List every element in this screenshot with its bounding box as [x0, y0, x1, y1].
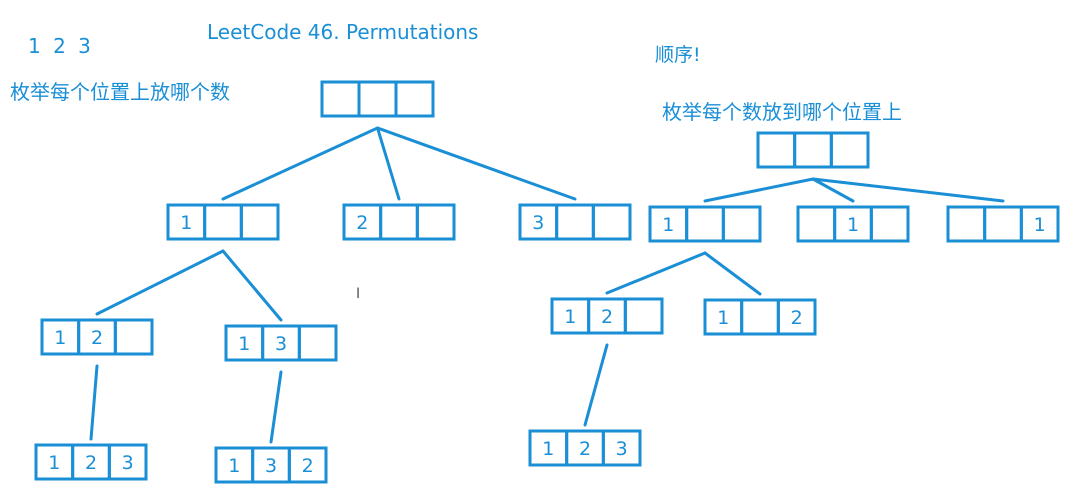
node-cell-digit: 2 [791, 307, 803, 329]
node-cell-box [829, 131, 870, 169]
tree-edge-l-12-to-l-123 [89, 364, 99, 441]
node-cell-box [685, 205, 725, 243]
node-cell-box [623, 297, 664, 335]
tree-node-l-132: 1 3 2 [214, 446, 328, 484]
node-cell-box [113, 318, 154, 356]
tree-node-l-2: 2 [342, 203, 456, 241]
tree-edge-l-root-to-l-2 [376, 126, 401, 201]
node-cell-digit: 3 [122, 452, 134, 474]
tree-node-l-1: 1 [166, 203, 280, 241]
tree-node-r-123: 1 2 3 [528, 429, 642, 467]
node-cell-box [983, 205, 1023, 243]
node-cell-box [796, 205, 837, 243]
node-cell-digit: 1 [542, 438, 554, 460]
tree-edge-r-1a-to-r-12a [605, 251, 707, 295]
tree-node-l-123: 1 2 3 [34, 443, 148, 481]
node-cell-box [591, 203, 632, 241]
node-cell-digit: 2 [91, 327, 103, 349]
tree-edge-r-1a-to-r-12b [703, 251, 762, 296]
node-cell-box [239, 203, 280, 241]
node-cell-digit: 1 [238, 333, 250, 355]
node-cell-box [394, 80, 435, 118]
tree-edge-l-13-to-l-132 [269, 370, 283, 444]
tree-edge-l-root-to-l-3 [376, 126, 577, 201]
node-cell-box [287, 446, 328, 484]
tree-node-r-1b: 1 [796, 205, 910, 243]
node-cell-digit: 1 [228, 455, 240, 477]
left-caption: 枚举每个位置上放哪个数 [10, 80, 230, 104]
node-cell-digit: 2 [356, 212, 368, 234]
node-cell-box [756, 131, 797, 169]
node-cell-box [1019, 205, 1060, 243]
left-input-sequence: 1 2 3 [28, 34, 91, 58]
node-cell-box [297, 324, 338, 362]
node-cell-digit: 1 [847, 214, 859, 236]
tree-node-r-root [756, 131, 870, 169]
node-cell-box [203, 203, 243, 241]
tree-edge-r-12a-to-r-123 [583, 343, 609, 427]
node-cell-box [793, 131, 833, 169]
right-note: 顺序! [655, 44, 701, 66]
node-cell-digit: 1 [564, 306, 576, 328]
node-cell-box [320, 80, 361, 118]
node-cell-box [601, 429, 642, 467]
node-cell-digit: 1 [717, 307, 729, 329]
node-cell-box [415, 203, 456, 241]
node-cell-digit: 2 [85, 452, 97, 474]
tree-node-r-1c: 1 [946, 205, 1060, 243]
node-cell-digit: 1 [180, 212, 192, 234]
node-cell-digit: 2 [579, 438, 591, 460]
node-cell-box [740, 298, 780, 336]
tree-node-l-root [320, 80, 435, 118]
node-cell-digit: 3 [275, 333, 287, 355]
node-cell-digit: 3 [532, 212, 544, 234]
node-cell-digit: 3 [616, 438, 628, 460]
tree-node-l-3: 3 [518, 203, 632, 241]
node-cell-box [721, 205, 762, 243]
node-cell-digit: 3 [265, 455, 277, 477]
node-cell-box [357, 80, 398, 118]
tree-edge-r-root-to-r-1b [811, 177, 855, 203]
tree-node-r-1a: 1 [648, 205, 762, 243]
tree-edge-l-root-to-l-1 [221, 126, 379, 201]
node-cell-digit: 2 [302, 455, 314, 477]
page-title: LeetCode 46. Permutations [207, 20, 479, 44]
node-cell-digit: 1 [662, 214, 674, 236]
node-cell-digit: 1 [48, 452, 60, 474]
node-cell-box [555, 203, 595, 241]
node-cell-box [869, 205, 910, 243]
node-cell-digit: 2 [601, 306, 613, 328]
node-cell-digit: 1 [54, 327, 66, 349]
right-caption: 枚举每个数放到哪个位置上 [662, 100, 902, 124]
tree-edge-r-root-to-r-1c [811, 177, 1005, 203]
node-cell-box [946, 205, 987, 243]
tree-edge-r-root-to-r-1a [703, 177, 815, 203]
text-cursor-icon: I [356, 286, 361, 302]
node-cell-digit: 1 [1034, 214, 1046, 236]
node-cell-box [379, 203, 419, 241]
tree-edge-l-1-to-l-12 [95, 249, 225, 316]
tree-edge-l-1-to-l-13 [221, 249, 283, 322]
node-cell-box [776, 298, 817, 336]
node-cell-box [107, 443, 148, 481]
